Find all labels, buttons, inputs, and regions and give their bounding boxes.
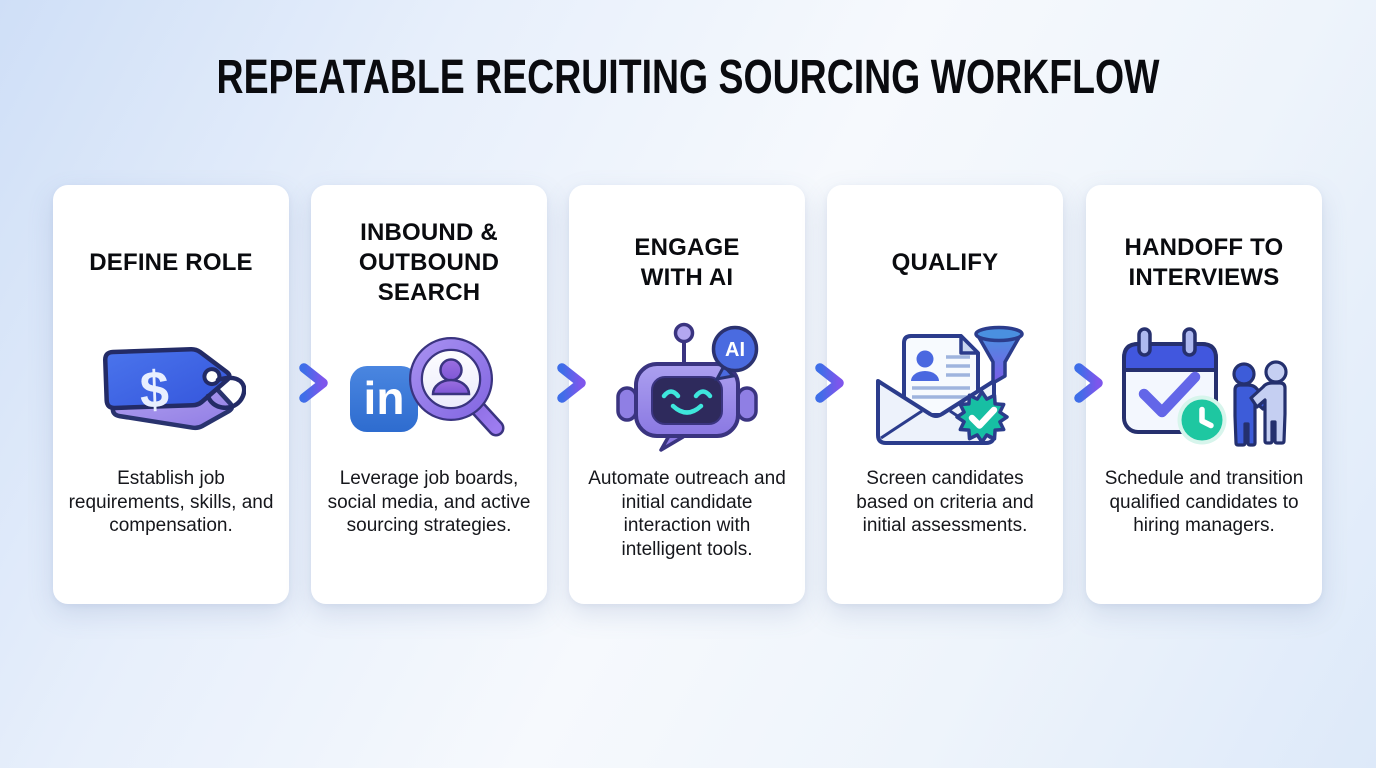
step-card-inbound-outbound-search: INBOUND & OUTBOUND SEARCH bbox=[311, 185, 547, 604]
step-card-qualify: QUALIFY bbox=[827, 185, 1063, 604]
ai-chatbot-icon: AI bbox=[569, 311, 805, 461]
step-title: INBOUND & OUTBOUND SEARCH bbox=[358, 219, 500, 306]
linkedin-label: in bbox=[364, 372, 405, 424]
flow-arrow-icon bbox=[267, 363, 328, 403]
step-title: ENGAGE WITH AI bbox=[634, 234, 740, 291]
step-description: Screen candidates based on criteria and … bbox=[856, 468, 1034, 536]
step-title: HANDOFF TO INTERVIEWS bbox=[1124, 234, 1284, 291]
step-description: Automate outreach and initial candidate … bbox=[588, 468, 786, 560]
price-tags-icon: $ bbox=[53, 311, 289, 461]
step-card-handoff-to-interviews: HANDOFF TO INTERVIEWS Schedule and trans… bbox=[1086, 185, 1322, 604]
calendar-handshake-icon bbox=[1086, 311, 1322, 461]
ai-bubble-label: AI bbox=[725, 339, 745, 361]
step-description: Establish job requirements, skills, and … bbox=[68, 468, 274, 536]
step-title: DEFINE ROLE bbox=[89, 249, 253, 276]
flow-arrow-icon bbox=[1042, 363, 1103, 403]
linkedin-candidate-search-icon: in bbox=[311, 311, 547, 461]
step-card-define-role: DEFINE ROLE $ bbox=[53, 185, 289, 604]
flow-arrow-icon bbox=[783, 363, 844, 403]
resume-funnel-verified-icon bbox=[827, 311, 1063, 461]
page-title: REPEATABLE RECRUITING SOURCING WORKFLOW bbox=[216, 51, 1160, 104]
flow-arrow-icon bbox=[525, 363, 586, 403]
step-card-engage-with-ai: ENGAGE WITH AI AI bbox=[569, 185, 805, 604]
step-description: Schedule and transition qualified candid… bbox=[1104, 468, 1304, 536]
dollar-sign-label: $ bbox=[139, 361, 170, 420]
step-description: Leverage job boards, social media, and a… bbox=[327, 468, 531, 536]
step-title: QUALIFY bbox=[891, 249, 999, 276]
